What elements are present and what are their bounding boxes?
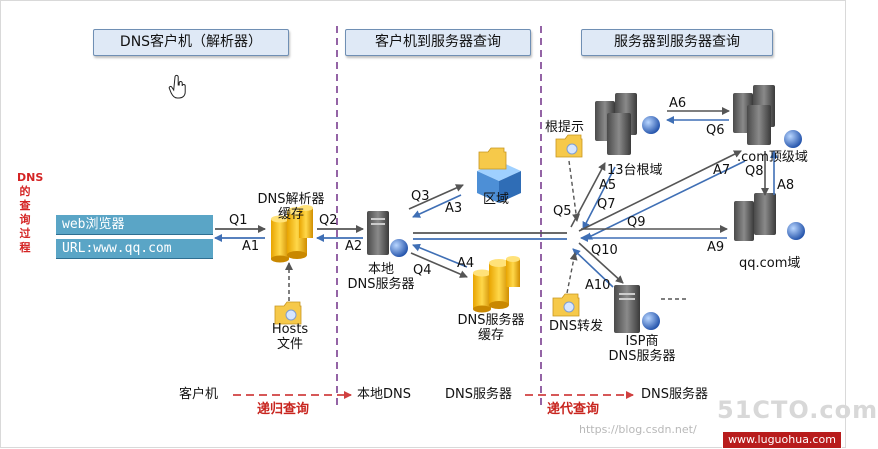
isp-dns-label: ISP商 DNS服务器 [597,334,687,364]
step-q3: Q3 [411,189,430,204]
qq-domain-servers-icon [734,193,805,241]
resolver-cache-label: DNS解析器 缓存 [249,192,333,222]
dns-cache-line2: 缓存 [477,328,504,343]
browser-label: web浏览器 [56,215,213,235]
step-q5: Q5 [553,204,572,219]
qq-domain-label: qq.com域 [739,256,801,271]
hosts-line1: Hosts [271,322,309,337]
step-a9: A9 [707,240,725,255]
arrow-a5 [582,166,616,230]
com-tld-label: .com顶级域 [737,150,808,165]
hand-cursor-icon [168,74,186,99]
bottom-dns-server: DNS服务器 [445,387,512,402]
root-hint-label: 根提示 [545,120,585,135]
arrow-a4 [412,243,468,268]
step-a2: A2 [345,239,363,254]
step-q8: Q8 [745,164,764,179]
hosts-line2: 文件 [276,337,303,352]
step-a5: A5 [599,178,617,193]
vertical-title-char: DNS [17,171,44,184]
step-a8: A8 [777,178,795,193]
dns-cache-icon [473,256,520,313]
resolver-cache-icon [271,205,313,263]
bottom-recursive: 递归查询 [257,402,310,417]
root-hint-folder-icon [555,134,583,158]
site-badge: www.luguohua.com [722,431,842,449]
local-dns-label: 本地 DNS服务器 [341,262,421,292]
section-server-to-server: 服务器到服务器查询 [581,29,773,56]
bottom-iterative: 递代查询 [547,402,600,417]
arrow-root-hint [568,160,581,222]
step-a1: A1 [242,239,260,254]
local-dns-server-icon [367,211,408,257]
step-q10: Q10 [591,243,618,258]
dns-cache-line1: DNS服务器 [457,313,525,328]
step-q4: Q4 [413,263,432,278]
hosts-file-label: Hosts 文件 [265,322,315,352]
step-a3: A3 [445,201,463,216]
arrow-a7 [584,160,746,240]
browser-url: URL:www.qq.com [56,239,213,259]
arrow-q7 [578,150,742,232]
isp-dns-line1: ISP商 [625,334,659,349]
step-q1: Q1 [229,213,248,228]
root-servers-icon [595,93,660,155]
zone-label: 区域 [483,192,510,207]
section-client-to-server: 客户机到服务器查询 [345,29,531,56]
vertical-title-char: 询 [19,213,31,226]
root-servers-label: 13台根域 [607,163,663,178]
step-a4: A4 [457,256,475,271]
com-tld-servers-icon [733,85,802,148]
hosts-folder-icon [274,301,302,325]
vertical-title-char: 程 [19,241,31,254]
arrow-a10 [572,248,614,288]
51cto-logo: 51CTO.com [717,396,878,424]
step-q6: Q6 [706,123,725,138]
step-a6: A6 [669,96,687,111]
vertical-title-char: 的 [19,185,31,198]
diagram-canvas [214,26,805,406]
dns-cache-label: DNS服务器 缓存 [441,313,541,343]
forwarder-folder-icon [552,293,580,317]
bottom-client: 客户机 [179,387,219,402]
bottom-dns-server-2: DNS服务器 [641,387,708,402]
arrow-q4 [410,252,468,278]
resolver-cache-line2: 缓存 [277,207,304,222]
step-q9: Q9 [627,215,646,230]
bottom-local-dns: 本地DNS [357,387,411,402]
isp-dns-server-icon [614,285,686,333]
vertical-title-char: 查 [19,199,31,212]
arrow-forwarder [566,252,578,294]
isp-dns-line2: DNS服务器 [608,349,676,364]
local-dns-line2: DNS服务器 [347,277,415,292]
zone-icon [477,147,521,203]
section-client: DNS客户机（解析器） [93,29,289,56]
vertical-title-char: 过 [19,227,31,240]
step-q2: Q2 [319,213,338,228]
forwarder-label: DNS转发 [549,319,603,334]
csdn-watermark: https://blog.csdn.net/ [579,423,697,436]
step-a10: A10 [585,278,611,293]
local-dns-line1: 本地 [367,262,394,277]
step-q7: Q7 [597,197,616,212]
arrow-q10 [578,242,624,284]
arrow-q3 [408,184,464,210]
step-a7: A7 [713,163,731,178]
arrow-a3 [412,194,462,218]
resolver-cache-line1: DNS解析器 [257,192,325,207]
